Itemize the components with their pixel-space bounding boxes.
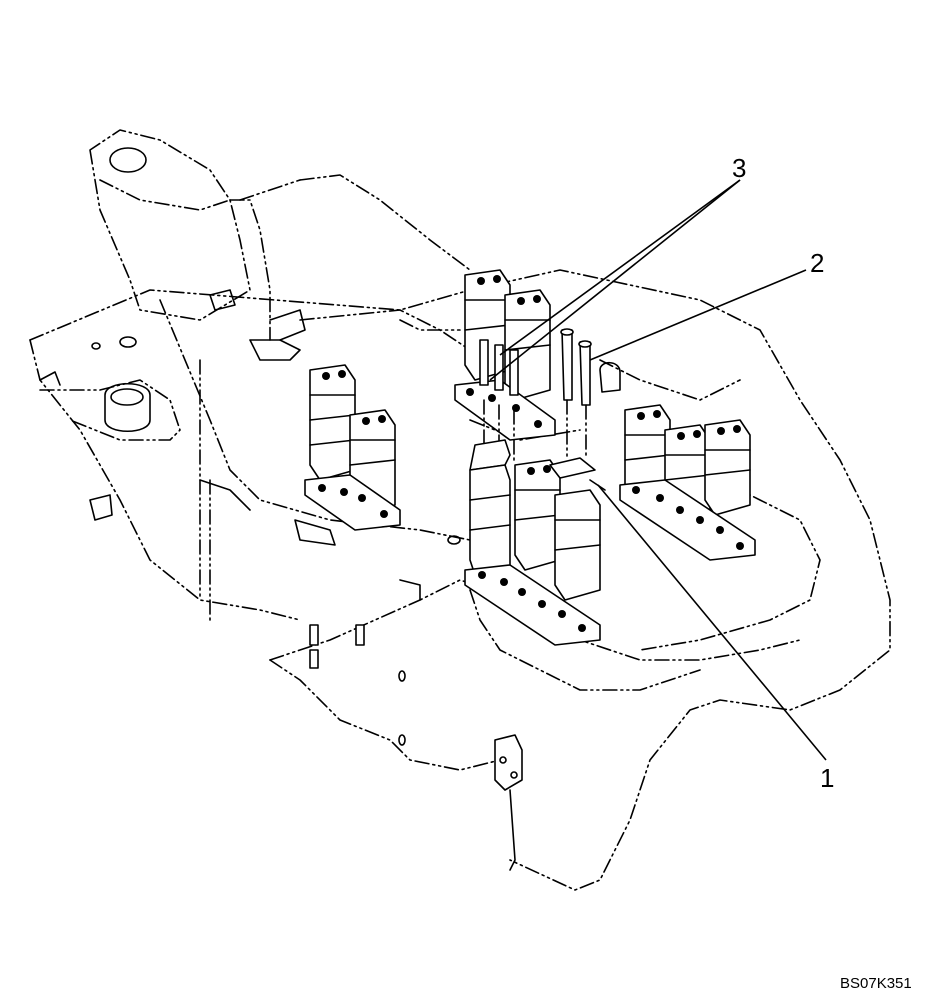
callout-2: 2 (810, 248, 825, 278)
callout-1-leader (597, 484, 827, 761)
drawing-code: BS07K351 (840, 975, 912, 992)
callout-2-leader (589, 269, 807, 361)
clamp-group-left (304, 364, 401, 531)
clamp-group-right (599, 361, 756, 561)
callout-3-leader (499, 179, 741, 356)
frame-outline (29, 174, 891, 891)
front-bolts (294, 519, 461, 746)
callout-1: 1 (820, 763, 835, 793)
clamp-group-center-top (454, 269, 556, 441)
long-bolts (483, 328, 592, 461)
callout-3: 3 (732, 153, 747, 183)
left-tower (39, 129, 306, 521)
rear-bracket (494, 734, 523, 871)
clamp-group-center-bottom (464, 439, 606, 646)
callout-3-leader-b (489, 179, 741, 381)
